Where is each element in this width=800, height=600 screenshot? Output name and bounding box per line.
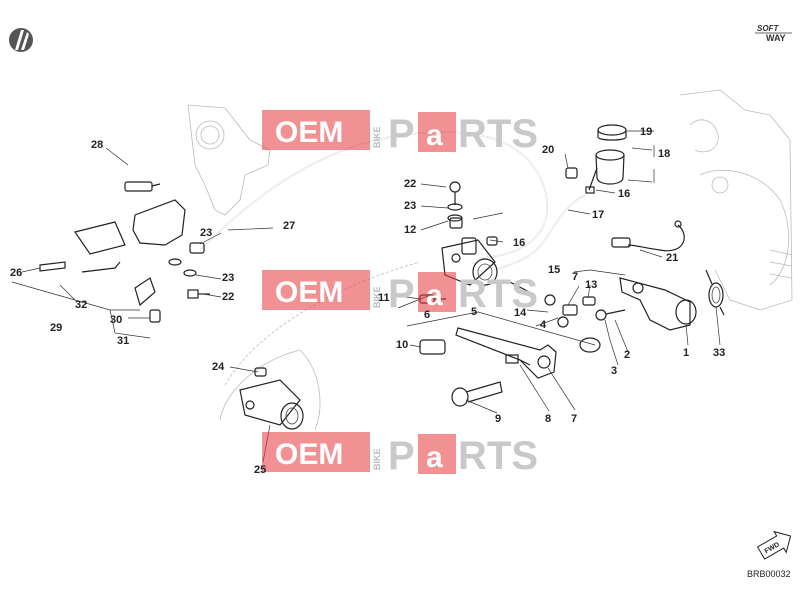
fwd-arrow-icon: FWD (756, 530, 792, 560)
callout-28: 28 (91, 139, 103, 151)
watermark-oem: OEM (275, 276, 343, 309)
caliper-bracket-outline (187, 104, 271, 216)
watermark-rts: RTS (458, 272, 538, 316)
watermark-rts: RTS (458, 434, 538, 478)
push-rod-15 (509, 281, 556, 306)
engine-outline (679, 89, 793, 311)
callout-7: 7 (572, 271, 578, 283)
watermark-oem: OEM (275, 116, 343, 149)
callout-15: 15 (548, 264, 560, 276)
small-fasteners (557, 296, 626, 328)
callout-13: 13 (585, 279, 597, 291)
watermark-p: P (388, 272, 415, 316)
return-spring-33 (705, 269, 725, 316)
callout-1: 1 (683, 347, 689, 359)
callout-16-b: 16 (618, 188, 630, 200)
callout-14: 14 (514, 307, 527, 319)
watermark-a: a (426, 279, 443, 312)
alternate-master-cylinder (239, 367, 304, 430)
callout-12: 12 (404, 224, 416, 236)
callout-7-b: 7 (571, 413, 577, 425)
callout-17: 17 (592, 209, 604, 221)
watermark-bike: BIKE (372, 286, 382, 308)
callout-5: 5 (471, 306, 477, 318)
callout-24: 24 (212, 361, 225, 373)
callout-27: 27 (283, 220, 295, 232)
callout-23-c: 23 (404, 200, 416, 212)
reservoir-hose-17 (494, 194, 586, 271)
watermark-bike: BIKE (372, 448, 382, 470)
watermark-p: P (388, 112, 415, 156)
callout-22-b: 22 (404, 178, 416, 190)
watermark-middle: OEM BIKE P a RTS (262, 270, 538, 316)
callout-26: 26 (10, 267, 22, 279)
watermark-a: a (426, 441, 443, 474)
callout-16: 16 (513, 237, 525, 249)
callout-33: 33 (713, 347, 725, 359)
watermark-a: a (426, 119, 443, 152)
brake-pedal-5 (419, 327, 601, 379)
leader-lines (11, 130, 721, 463)
callout-3: 3 (611, 365, 617, 377)
watermark-bottom: OEM BIKE P a RTS (262, 432, 538, 478)
brake-switch-21 (611, 220, 685, 252)
callout-4: 4 (540, 319, 547, 331)
callout-22: 22 (222, 291, 234, 303)
callout-9: 9 (495, 413, 501, 425)
callout-25: 25 (254, 464, 266, 476)
callout-11: 11 (378, 292, 390, 304)
watermark-oem: OEM (275, 438, 343, 471)
diagram-code: BRB00032 (747, 569, 791, 579)
callout-32: 32 (75, 299, 87, 311)
banjo-fittings (168, 242, 210, 299)
brake-hose-27 (199, 131, 548, 259)
callout-8: 8 (545, 413, 551, 425)
callout-29: 29 (50, 322, 62, 334)
watermark-bike: BIKE (372, 126, 382, 148)
watermark-p: P (388, 434, 415, 478)
softway-brand-logo: SOFT WAY (755, 24, 792, 43)
bolt-8 (505, 354, 531, 366)
callout-6: 6 (424, 309, 430, 321)
callout-numbers: 28 27 23 23 22 26 32 30 29 31 22 23 12 1… (10, 126, 725, 476)
rear-master-cylinder (441, 181, 498, 286)
callout-2: 2 (624, 349, 630, 361)
rear-brake-caliper (39, 181, 186, 323)
callout-19: 19 (640, 126, 652, 138)
callout-20: 20 (542, 144, 554, 156)
callout-31: 31 (117, 335, 129, 347)
footrest-bracket-1 (619, 277, 697, 331)
callout-21: 21 (666, 252, 678, 264)
pivot-bolt-9 (451, 381, 503, 407)
callout-23: 23 (200, 227, 212, 239)
callout-18: 18 (658, 148, 670, 160)
brake-fluid-reservoir (565, 124, 627, 194)
callout-10: 10 (396, 339, 408, 351)
brand-line-1: SOFT (757, 24, 779, 33)
callout-30: 30 (110, 314, 122, 326)
ducati-logo-icon (9, 28, 33, 52)
callout-23-b: 23 (222, 272, 234, 284)
watermark-top: OEM BIKE P a RTS (262, 110, 538, 156)
brand-line-2: WAY (766, 33, 786, 43)
watermark-rts: RTS (458, 112, 538, 156)
